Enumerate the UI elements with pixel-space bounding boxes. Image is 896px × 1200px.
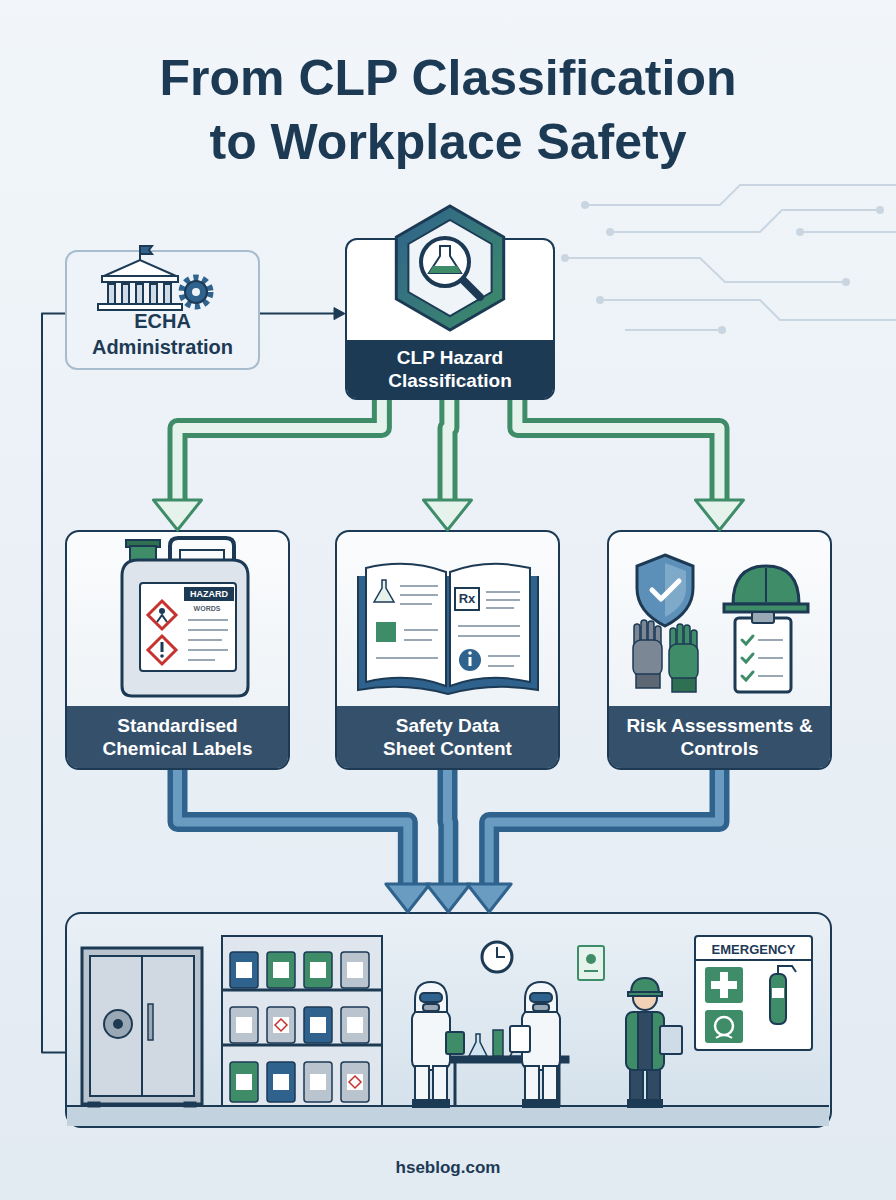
flow-arrow	[517, 400, 743, 530]
circuit-lines	[600, 300, 896, 320]
arrow-head	[334, 308, 345, 320]
output-box: Safety Data Sheet Content	[335, 530, 560, 770]
arrow-head	[426, 884, 470, 912]
label-small-text: WORDS	[187, 604, 227, 614]
arrow-head	[467, 884, 511, 912]
arrow-head	[154, 500, 202, 530]
connector-stroke	[178, 400, 382, 502]
circuit-dots	[718, 326, 726, 334]
diagram-title: From CLP Classification to Workplace Saf…	[138, 46, 758, 174]
authority-name: ECHA Administration	[67, 308, 258, 360]
circuit-dots	[796, 228, 804, 236]
flow-arrow	[467, 770, 719, 912]
flow-arrow	[426, 770, 470, 912]
circuit-dots	[842, 278, 850, 286]
circuit-lines	[565, 258, 846, 282]
output-band: Safety Data Sheet Content	[337, 706, 558, 768]
arrow-head	[696, 500, 744, 530]
circuit-dots	[606, 228, 614, 236]
workplace-box: EMERGENCY	[65, 912, 832, 1128]
connector-stroke	[178, 770, 408, 886]
authority-box: ECHA Administration	[65, 250, 260, 370]
chemical-container	[184, 587, 234, 601]
connector-core	[178, 400, 382, 502]
circuit-lines	[800, 231, 896, 233]
connector-stroke	[438, 770, 459, 886]
connector-core	[178, 770, 408, 886]
circuit-dots	[561, 201, 884, 334]
connector-stroke	[448, 400, 450, 502]
circuit-dots	[561, 254, 569, 262]
circuit-lines	[625, 329, 722, 331]
circuit-dots	[876, 206, 884, 214]
connector-stroke	[489, 770, 719, 886]
connector-core	[489, 770, 719, 886]
flow-arrow	[154, 400, 382, 530]
classification-box: CLP Hazard Classification	[345, 238, 555, 400]
output-band: Risk Assessments & Controls	[609, 706, 830, 768]
watermark: hseblog.com	[348, 1158, 548, 1178]
arrow-head	[424, 500, 472, 530]
connector-line	[260, 308, 345, 320]
flow-arrow	[424, 400, 472, 530]
connector-stroke	[517, 400, 719, 502]
circuit-lines	[565, 185, 896, 330]
classification-band: CLP Hazard Classification	[347, 340, 553, 398]
connector-line	[42, 314, 65, 1053]
connector-core	[443, 770, 453, 886]
circuit-lines	[585, 185, 896, 205]
rx-symbol: Rx	[455, 591, 479, 607]
flow-arrow	[178, 770, 430, 912]
output-box: Risk Assessments & Controls	[607, 530, 832, 770]
circuit-dots	[596, 296, 604, 304]
emergency-sign-heading: EMERGENCY	[695, 942, 812, 958]
hazard-banner-text: HAZARD	[184, 588, 234, 600]
circuit-lines	[610, 210, 880, 232]
arrow-head	[386, 884, 430, 912]
connector-stroke	[260, 313, 336, 315]
connector-stroke	[42, 314, 65, 1053]
output-box: Standardised Chemical Labels	[65, 530, 290, 770]
connector-core	[517, 400, 719, 502]
circuit-dots	[581, 201, 589, 209]
output-band: Standardised Chemical Labels	[67, 706, 288, 768]
connector-core	[448, 400, 450, 502]
